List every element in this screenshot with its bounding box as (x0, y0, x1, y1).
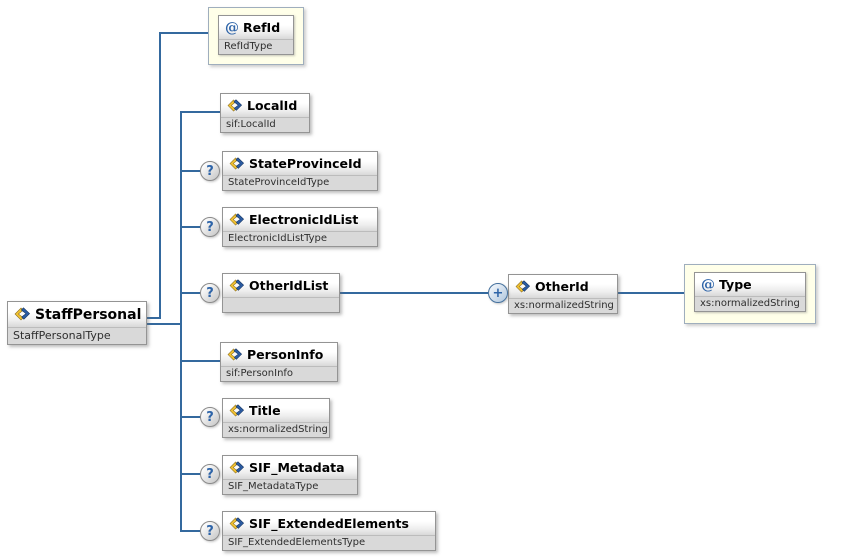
schema-node-electronicidlist[interactable]: ElectronicIdList ElectronicIdListType (222, 207, 378, 247)
node-name: LocalId (247, 98, 298, 113)
element-icon (229, 403, 245, 418)
element-icon (227, 98, 243, 113)
schema-node-otherid[interactable]: OtherId xs:normalizedString (508, 274, 618, 314)
node-title-row: Title (223, 399, 329, 422)
schema-node-staffpersonal[interactable]: StaffPersonal StaffPersonalType (7, 301, 147, 345)
node-title-row: StateProvinceId (223, 152, 377, 175)
optional-indicator: ? (200, 464, 220, 484)
node-name: OtherId (535, 279, 589, 294)
optional-indicator: ? (200, 217, 220, 237)
schema-node-type[interactable]: @ Type xs:normalizedString (694, 272, 806, 312)
attribute-icon: @ (225, 19, 239, 36)
node-type: xs:normalizedString (695, 296, 805, 311)
schema-node-stateprovinceid[interactable]: StateProvinceId StateProvinceIdType (222, 151, 378, 191)
optional-indicator: ? (200, 407, 220, 427)
node-name: PersonInfo (247, 347, 324, 362)
schema-node-sifmetadata[interactable]: SIF_Metadata SIF_MetadataType (222, 455, 358, 495)
optional-indicator: ? (200, 283, 220, 303)
node-name: SIF_ExtendedElements (249, 516, 409, 531)
node-type: sif:PersonInfo (221, 366, 337, 381)
element-icon (229, 516, 245, 531)
schema-node-refid[interactable]: @ RefId RefIdType (218, 15, 294, 55)
node-type: ElectronicIdListType (223, 231, 377, 246)
connector-line (180, 473, 202, 475)
node-type: StaffPersonalType (8, 327, 146, 344)
attribute-icon: @ (701, 276, 715, 293)
element-icon (227, 347, 243, 362)
schema-node-refid-container[interactable]: @ RefId RefIdType (208, 7, 304, 65)
connector-line (145, 323, 182, 325)
node-type: SIF_ExtendedElementsType (223, 535, 435, 550)
schema-node-otheridlist[interactable]: OtherIdList (222, 273, 340, 313)
element-icon (515, 279, 531, 294)
element-icon (229, 156, 245, 171)
node-title-row: PersonInfo (221, 343, 337, 366)
connector-line (145, 317, 161, 319)
node-name: ElectronicIdList (249, 212, 359, 227)
schema-node-type-container[interactable]: @ Type xs:normalizedString (684, 264, 816, 324)
schema-node-sifextendedelements[interactable]: SIF_ExtendedElements SIF_ExtendedElement… (222, 511, 436, 551)
node-title-row: OtherId (509, 275, 617, 298)
connector-line (180, 360, 220, 362)
node-title-row: @ Type (695, 273, 805, 296)
node-name: OtherIdList (249, 278, 329, 293)
node-type: sif:LocalId (221, 117, 309, 132)
node-title-row: StaffPersonal (8, 302, 146, 327)
connector-line (180, 416, 202, 418)
schema-node-personinfo[interactable]: PersonInfo sif:PersonInfo (220, 342, 338, 382)
element-icon (229, 212, 245, 227)
optional-indicator: ? (200, 161, 220, 181)
node-type: xs:normalizedString (223, 422, 329, 437)
node-name: SIF_Metadata (249, 460, 345, 475)
node-title-row: @ RefId (219, 16, 293, 39)
connector-line (180, 530, 202, 532)
node-type (223, 297, 339, 312)
connector-line (180, 292, 202, 294)
node-name: Type (719, 277, 752, 292)
node-type: SIF_MetadataType (223, 479, 357, 494)
element-icon (229, 460, 245, 475)
element-icon (229, 278, 245, 293)
connector-line (159, 32, 161, 319)
connector-line (180, 111, 182, 532)
repeating-indicator: + (488, 283, 508, 303)
node-type: xs:normalizedString (509, 298, 617, 313)
node-title-row: SIF_ExtendedElements (223, 512, 435, 535)
node-name: StateProvinceId (249, 156, 362, 171)
connector-line (180, 226, 202, 228)
node-type: StateProvinceIdType (223, 175, 377, 190)
connector-line (159, 32, 208, 34)
node-title-row: SIF_Metadata (223, 456, 357, 479)
schema-node-localid[interactable]: LocalId sif:LocalId (220, 93, 310, 133)
node-name: RefId (243, 20, 281, 35)
connector-line (618, 292, 684, 294)
optional-indicator: ? (200, 521, 220, 541)
schema-node-title[interactable]: Title xs:normalizedString (222, 398, 330, 438)
node-title-row: OtherIdList (223, 274, 339, 297)
node-name: Title (249, 403, 281, 418)
connector-line (180, 170, 202, 172)
node-title-row: ElectronicIdList (223, 208, 377, 231)
element-icon (14, 307, 31, 322)
connector-line (180, 111, 220, 113)
node-title-row: LocalId (221, 94, 309, 117)
node-name: StaffPersonal (35, 306, 142, 323)
connector-line (340, 292, 488, 294)
node-type: RefIdType (219, 39, 293, 54)
